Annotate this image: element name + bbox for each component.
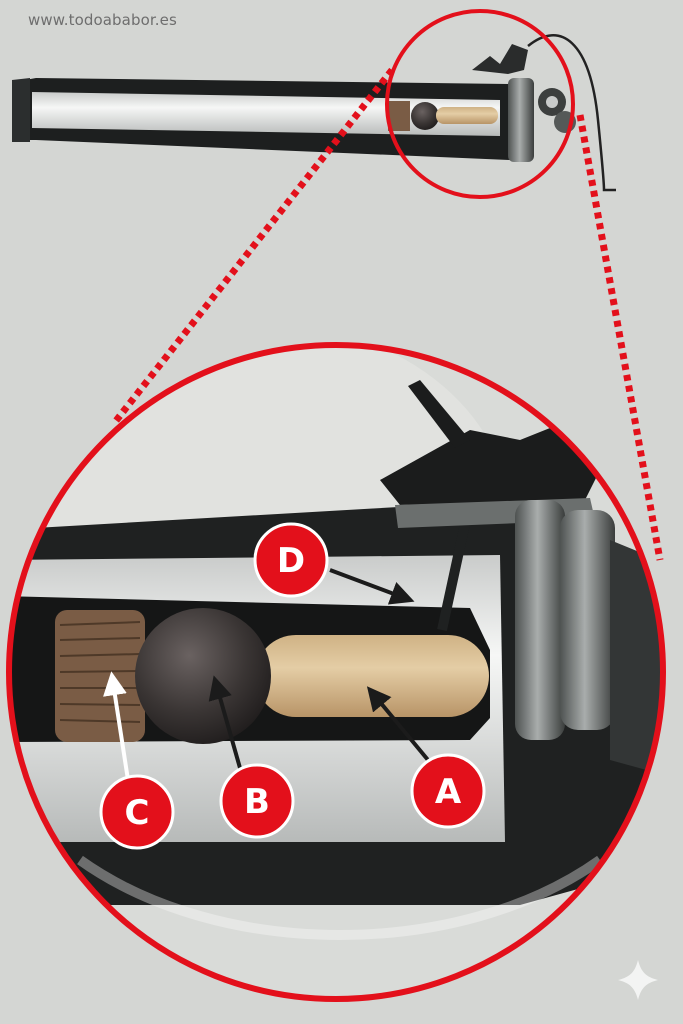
cannon-rammer [436,107,498,124]
label-a: A [435,772,462,812]
arrow-b [208,675,242,769]
zoom-hammer [408,380,470,448]
cannon-lanyard [527,34,616,192]
zoom-glass-reflection [77,855,603,940]
sparkle-icon [618,960,658,1000]
zoom-connector-left [112,67,395,425]
cannon-cascabel-ring [546,96,558,108]
zoom-lock [380,420,600,505]
zoom-connector-right [576,114,664,561]
highlight-circle-small [385,9,575,199]
cannon-ball [411,102,439,130]
zoom-ball [135,608,271,744]
zoom-breech-end [610,540,663,780]
zoom-wad [55,610,145,742]
label-b-badge: B [219,763,295,839]
label-c-badge: C [99,774,175,850]
cannon-muzzle-lip [12,78,30,142]
zoom-vent [437,508,473,632]
label-d: D [277,541,305,581]
site-url: www.todoababor.es [28,11,177,29]
cannon-breech [508,78,534,162]
cannon-bore-cutaway [32,92,500,136]
cannon-wad [388,101,410,131]
label-d-badge: D [253,522,329,598]
label-c: C [125,793,150,833]
zoom-detail [9,345,663,940]
label-b: B [244,782,270,822]
arrow-d [329,568,415,605]
zoom-breech-ring-2 [560,510,615,730]
zoom-breech-ring-1 [515,500,565,740]
highlight-circle-large [6,342,666,1002]
cannon-lock [472,44,528,74]
arrow-a [366,686,430,762]
label-a-badge: A [410,753,486,829]
zoom-rammer [255,635,489,717]
arrow-c [103,671,130,781]
